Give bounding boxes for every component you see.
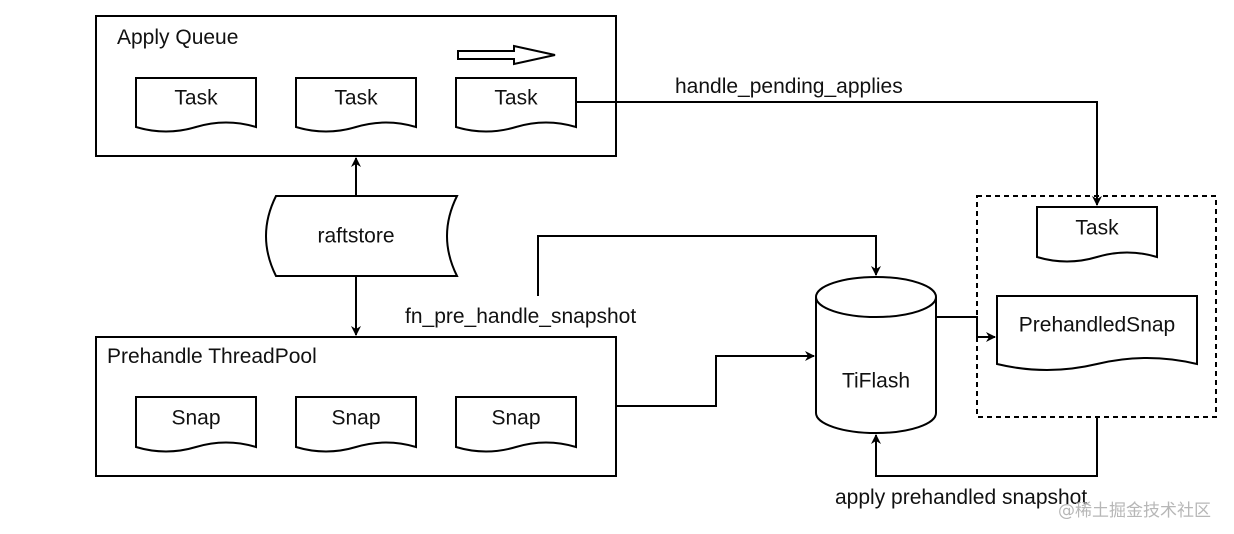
prehandle-snap-doc-2 — [295, 396, 417, 453]
raftstore-label: raftstore — [317, 224, 395, 248]
apply-task-doc-3 — [455, 77, 577, 133]
fn-pre-handle-snapshot-arrow — [537, 235, 881, 296]
handle-pending-applies-arrow — [576, 101, 1102, 206]
pending-task-label: Task — [1075, 216, 1119, 240]
apply-task-doc-2 — [295, 77, 417, 133]
apply-task-label-3: Task — [494, 86, 538, 110]
apply-task-label-2: Task — [334, 86, 378, 110]
prehandle-snap-label-3: Snap — [491, 406, 541, 430]
apply-prehandled-snapshot-arrow — [871, 417, 1098, 477]
apply-prehandled-snapshot-label: apply prehandled snapshot — [835, 486, 1088, 509]
prehandle-snap-doc-3 — [455, 396, 577, 453]
apply-task-doc-1 — [135, 77, 257, 133]
queue-direction-arrow — [457, 44, 556, 66]
tiflash-cylinder-rim — [815, 296, 937, 318]
prehandle-snap-label-1: Snap — [171, 406, 221, 430]
prehandle-snap-doc-1 — [135, 396, 257, 453]
tiflash-label: TiFlash — [841, 369, 911, 393]
handle-pending-applies-label: handle_pending_applies — [675, 75, 903, 98]
watermark: @稀土掘金技术社区 — [1058, 501, 1211, 521]
fn-pre-handle-snapshot-label: fn_pre_handle_snapshot — [405, 305, 637, 328]
prehandled-snap-label: PrehandledSnap — [1018, 313, 1176, 337]
apply-queue-title: Apply Queue — [117, 26, 239, 49]
prehandle-snap-label-2: Snap — [331, 406, 381, 430]
prehandle-to-tiflash-arrow — [616, 351, 815, 407]
apply-task-label-1: Task — [174, 86, 218, 110]
prehandled-snap-doc — [996, 295, 1198, 371]
tiflash-cylinder — [815, 276, 937, 434]
raftstore-shape — [265, 195, 459, 277]
pending-task-doc — [1036, 206, 1158, 263]
tiflash-to-prehandled-snap-arrow — [936, 316, 996, 342]
prehandle-threadpool-title: Prehandle ThreadPool — [107, 345, 317, 368]
